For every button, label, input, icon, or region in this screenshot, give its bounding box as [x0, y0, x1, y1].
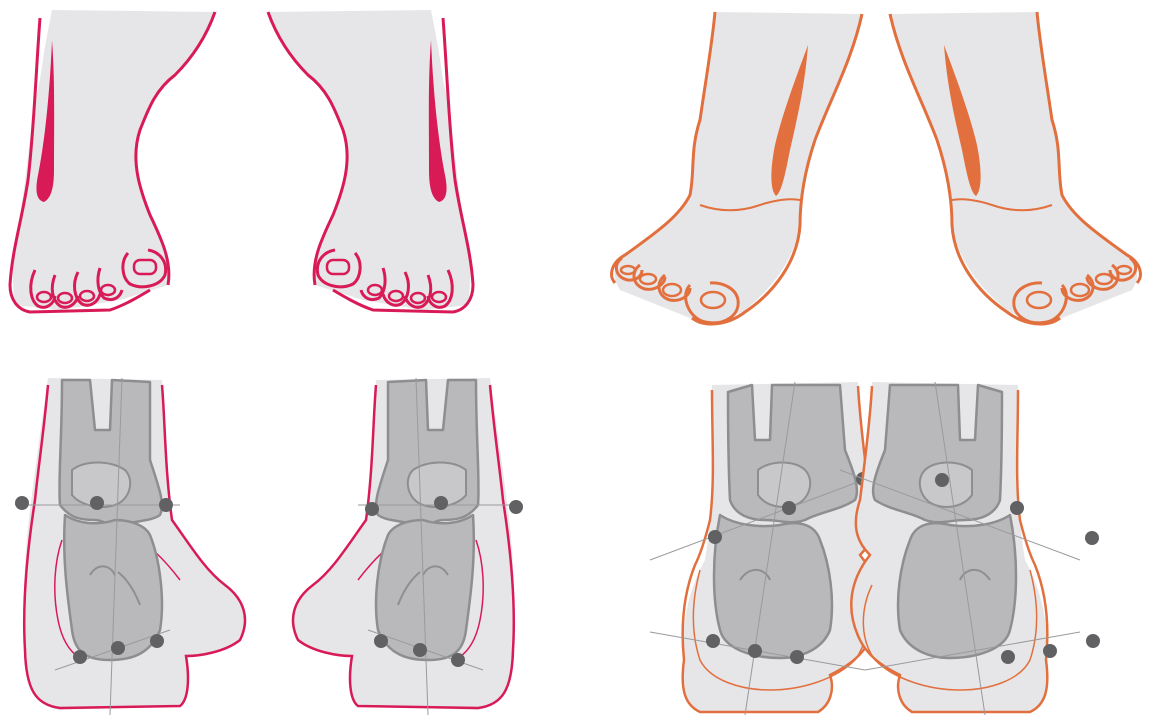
landmark-point [365, 502, 379, 516]
landmark-point [790, 650, 804, 664]
landmark-point [73, 650, 87, 664]
landmark-point [90, 496, 104, 510]
landmark-point [451, 653, 465, 667]
pink-ankle-right [293, 378, 523, 715]
landmark-point [706, 634, 720, 648]
pink-left-foot [10, 10, 215, 312]
landmark-point [434, 496, 448, 510]
top-left-feet-illustration [10, 10, 473, 312]
landmark-point [748, 644, 762, 658]
landmark-point [1010, 501, 1024, 515]
pink-right-foot [268, 10, 473, 312]
landmark-point [509, 500, 523, 514]
landmark-point [15, 496, 29, 510]
orange-right-foot [890, 12, 1140, 324]
landmark-point [935, 473, 949, 487]
bottom-right-ankles-illustration [650, 382, 1100, 715]
landmark-point [782, 501, 796, 515]
orange-ankle-right [840, 382, 1100, 715]
top-right-feet-illustration [612, 12, 1141, 324]
orange-ankle-left [650, 382, 890, 715]
pink-ankle-left [15, 378, 245, 715]
bottom-left-ankles-illustration [15, 378, 523, 715]
landmark-point [413, 643, 427, 657]
orange-left-foot [612, 12, 862, 324]
landmark-point [374, 634, 388, 648]
landmark-point [159, 498, 173, 512]
landmark-point [1043, 644, 1057, 658]
landmark-point [708, 530, 722, 544]
landmark-point [150, 634, 164, 648]
landmark-point [111, 641, 125, 655]
landmark-point [1085, 531, 1099, 545]
landmark-point [1001, 650, 1015, 664]
landmark-point [1086, 634, 1100, 648]
